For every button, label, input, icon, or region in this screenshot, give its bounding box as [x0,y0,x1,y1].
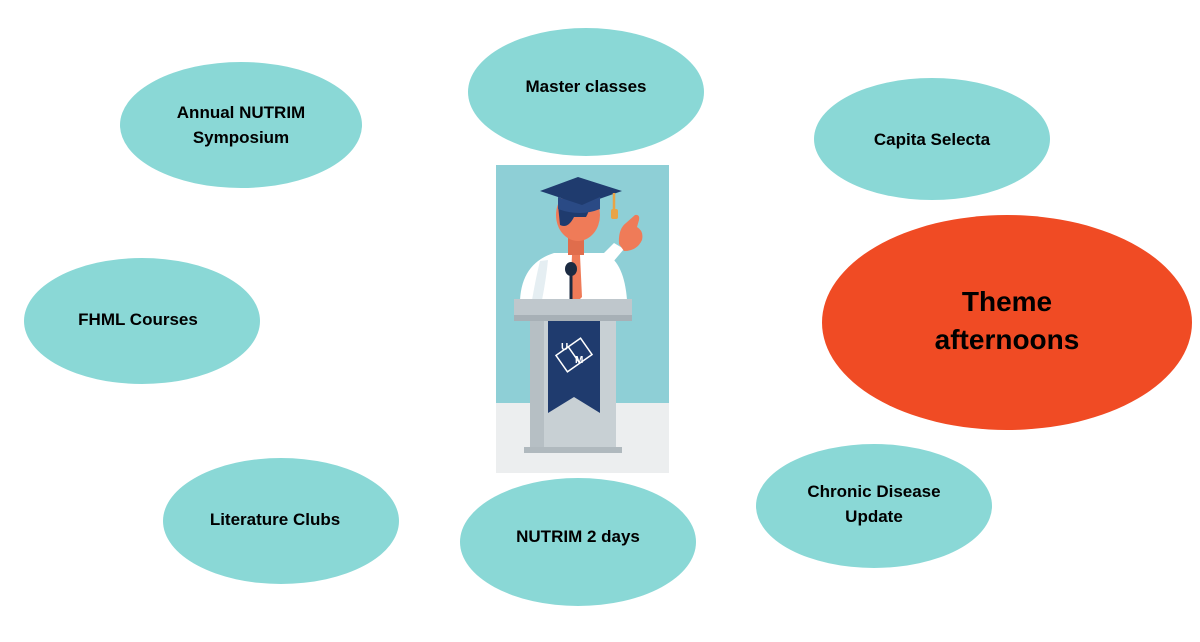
bubble-label: Master classes [525,76,647,96]
logo-letter-u: U [561,342,568,353]
podium-top [514,299,632,317]
bubble-master-classes: Master classes [468,28,704,156]
bubble-fhml-courses: FHML Courses [24,258,260,384]
um-logo [554,337,594,373]
bubble-label: FHML Courses [78,309,198,329]
bubble-label: Literature Clubs [209,509,341,529]
bubble-nutrim-2-days: NUTRIM 2 days [460,478,696,606]
shirt-shade [532,260,548,300]
bubble-label: Capita Selecta [873,129,991,149]
podium-base [524,447,622,453]
mortarboard-top [540,177,622,205]
raised-hand [618,214,643,251]
bubble-chronic-disease-update: Chronic Disease Update [756,444,992,568]
mortarboard-base [558,197,600,213]
bubble-capita-selecta: Capita Selecta [814,78,1050,200]
podium-top-edge [514,315,632,321]
bubble-label: Annual NUTRIM Symposium [176,103,306,147]
podium-column-shade [530,321,544,449]
graduate-at-podium-icon: U M [496,165,669,473]
bubble-literature-clubs: Literature Clubs [163,458,399,584]
microphone-icon [565,262,577,276]
tassel [611,209,618,219]
bubble-label: Theme afternoons [934,285,1080,355]
bubble-label: Chronic Disease Update [807,482,941,526]
bubble-label: NUTRIM 2 days [516,526,640,546]
bubble-theme-afternoons: Theme afternoons [822,215,1192,430]
logo-letter-m: M [575,355,583,366]
bubble-annual-nutrim-symposium: Annual NUTRIM Symposium [120,62,362,188]
